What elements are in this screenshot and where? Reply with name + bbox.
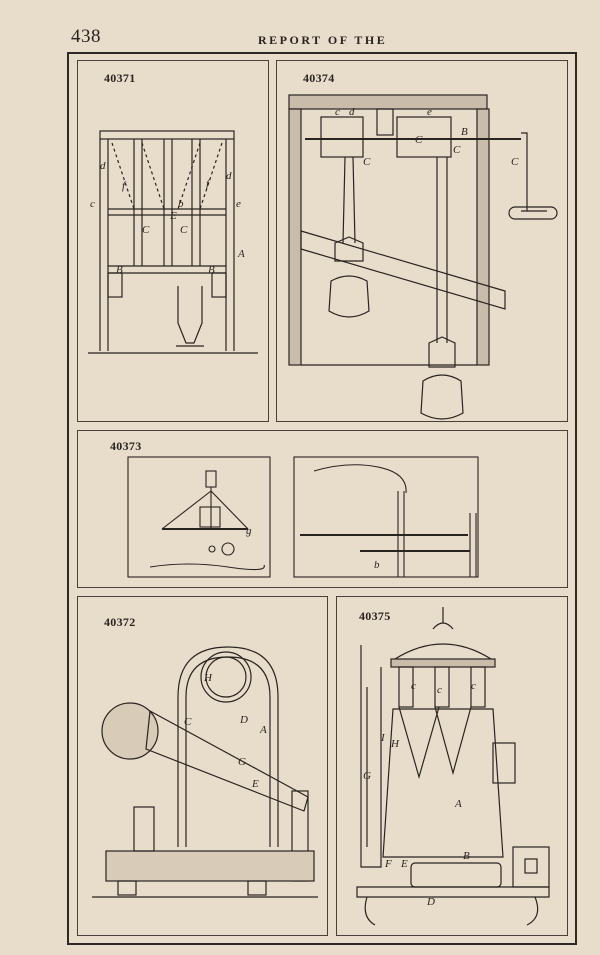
- label-E: E: [251, 778, 259, 790]
- label-c: c: [471, 680, 476, 692]
- figure-number-40374: 40374: [303, 71, 335, 85]
- figure-panel-40374: 40374 c d e B C C C C: [276, 60, 568, 422]
- label-E: E: [400, 858, 408, 870]
- figure-number-40373: 40373: [110, 439, 142, 453]
- label-A: A: [454, 798, 462, 810]
- label-C: C: [415, 134, 423, 146]
- label-D: D: [426, 896, 435, 908]
- label-D: D: [239, 714, 248, 726]
- label-b: b: [374, 559, 380, 571]
- figure-drawing-40375: c c c H I G A B F E D: [356, 607, 550, 926]
- figure-number-40372: 40372: [104, 615, 136, 629]
- label-f: f: [206, 178, 211, 190]
- label-B: B: [461, 126, 468, 138]
- figure-drawing-40373: g b: [127, 456, 479, 578]
- label-A: A: [259, 724, 267, 736]
- label-B: B: [116, 264, 123, 276]
- label-c: c: [335, 106, 340, 118]
- label-C: C: [363, 156, 371, 168]
- label-C: C: [511, 156, 519, 168]
- figure-number-40375: 40375: [359, 609, 391, 623]
- figure-drawing-40372: H C D A G E: [92, 646, 318, 898]
- label-d: d: [349, 106, 355, 118]
- label-c: c: [90, 198, 95, 210]
- label-F: F: [384, 858, 392, 870]
- label-G: G: [363, 770, 371, 782]
- page-number: 438: [71, 26, 101, 47]
- running-head: REPORT OF THE: [258, 33, 388, 47]
- label-c: c: [411, 680, 416, 692]
- label-E: E: [169, 210, 177, 222]
- figure-panel-40371: 40371 d f b f d c E e C C: [77, 60, 269, 422]
- figure-panel-40372: 40372 H C D A G E: [77, 596, 328, 936]
- label-C: C: [142, 224, 150, 236]
- label-G: G: [238, 756, 246, 768]
- label-B: B: [463, 850, 470, 862]
- label-C: C: [180, 224, 188, 236]
- label-g: g: [246, 525, 252, 537]
- label-I: I: [380, 732, 386, 744]
- figure-panel-40373: 40373 g b: [77, 430, 568, 588]
- label-e: e: [236, 198, 241, 210]
- plate-frame: [67, 52, 577, 945]
- label-d: d: [100, 160, 106, 172]
- label-C: C: [184, 716, 192, 728]
- label-c: c: [437, 684, 442, 696]
- label-H: H: [390, 738, 400, 750]
- figure-panel-40375: 40375 c c c H I G A B F E D: [336, 596, 568, 936]
- label-C: C: [453, 144, 461, 156]
- label-b: b: [178, 198, 184, 210]
- label-A: A: [237, 248, 245, 260]
- label-B: B: [208, 264, 215, 276]
- label-H: H: [203, 672, 213, 684]
- figure-drawing-40371: d f b f d c E e C C A B B: [88, 130, 258, 354]
- figure-number-40371: 40371: [104, 71, 136, 85]
- figure-drawing-40374: c d e B C C C C: [288, 94, 558, 420]
- label-f: f: [122, 180, 127, 192]
- label-e: e: [427, 106, 432, 118]
- label-d: d: [226, 170, 232, 182]
